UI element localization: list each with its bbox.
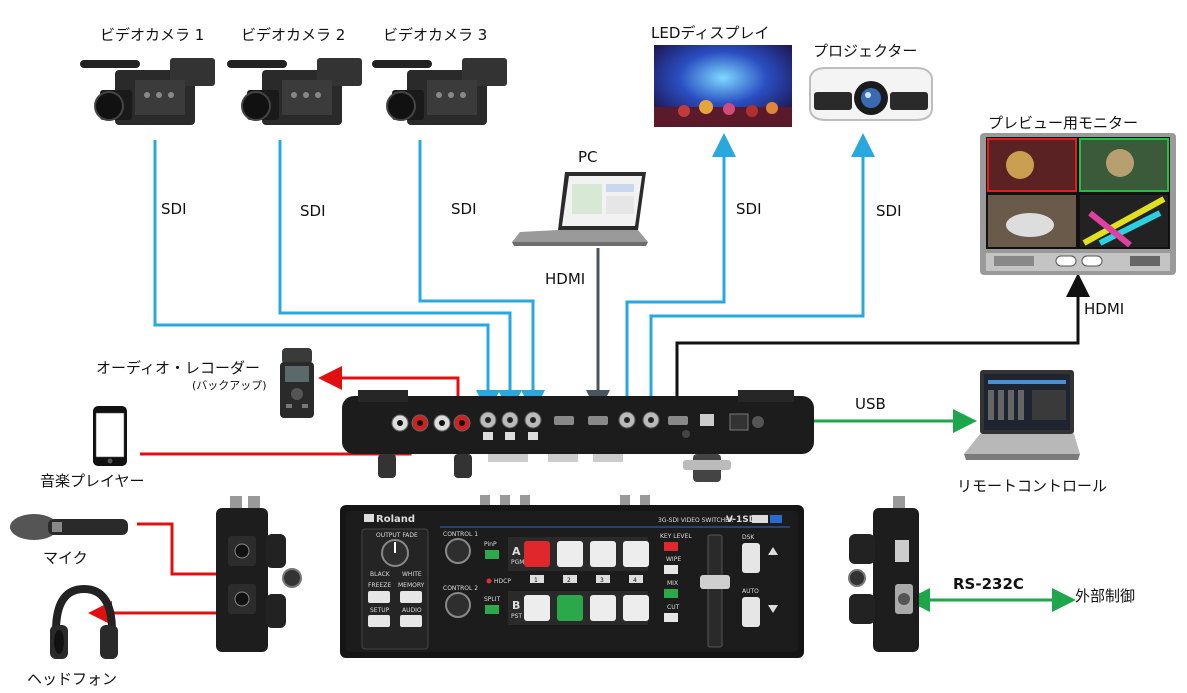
sdi-label-projector: SDI: [876, 202, 902, 220]
output-fade-text: OUTPUT FADE: [376, 532, 418, 539]
music-player-label: 音楽プレイヤー: [40, 472, 145, 490]
dsk-text: DSK: [742, 534, 755, 541]
hdcp-text: HDCP: [494, 578, 511, 585]
sdi-label-3: SDI: [451, 200, 477, 218]
audio-cable-mic: [137, 522, 240, 586]
control1-text: CONTROL 1: [443, 531, 478, 538]
sdi-label-led: SDI: [736, 200, 762, 218]
projector-icon: [809, 67, 933, 121]
laptop-pc-icon: [512, 172, 648, 246]
memory-text: MEMORY: [398, 582, 425, 589]
camera-2-label: ビデオカメラ 2: [241, 26, 346, 44]
audio-recorder-label: オーディオ・レコーダー: [96, 359, 260, 377]
row-a-sub-text: PGM: [511, 559, 524, 566]
freeze-text: FREEZE: [368, 582, 391, 589]
black-text: BLACK: [370, 571, 391, 578]
sdi-cable-projector: [649, 133, 875, 410]
audio-recorder-note: (バックアップ): [192, 379, 267, 392]
remote-laptop-icon: [964, 370, 1080, 460]
sdi-cable-camera-1: [153, 140, 500, 414]
projector-label: プロジェクター: [813, 42, 918, 60]
mic-label: マイク: [43, 549, 88, 567]
preview-monitor-label: プレビュー用モニター: [988, 114, 1139, 132]
wipe-text: WIPE: [666, 556, 681, 563]
control2-text: CONTROL 2: [443, 585, 478, 592]
hdmi-cable-preview: [675, 273, 1090, 410]
preview-monitor-icon: [980, 133, 1176, 275]
subtitle-text: 3G-SDI VIDEO SWITCHER: [658, 517, 733, 524]
num-4-text: 4: [633, 577, 637, 584]
brand-text: Roland: [376, 514, 415, 525]
camera-1-label: ビデオカメラ 1: [100, 26, 205, 44]
row-b-sub-text: PST: [511, 613, 522, 620]
num-1-text: 1: [534, 577, 538, 584]
switcher-front-panel: Roland 3G-SDI VIDEO SWITCHER V-1SDI OUTP…: [340, 495, 804, 658]
rs232c-label: RS-232C: [953, 575, 1024, 593]
audio-recorder-icon: [280, 348, 314, 418]
cut-text: CUT: [667, 604, 680, 611]
remote-control-label: リモートコントロール: [957, 477, 1108, 495]
mix-text: MIX: [667, 580, 678, 587]
num-3-text: 3: [600, 577, 604, 584]
hdmi-label-preview: HDMI: [1084, 300, 1125, 318]
video-camera-3-icon: [372, 58, 507, 125]
sdi-cable-led: [625, 133, 736, 410]
key-level-text: KEY LEVEL: [660, 533, 692, 540]
model-text: V-1SDI: [726, 515, 760, 525]
pinp-text: PinP: [484, 541, 497, 548]
switcher-right-side-panel: [848, 496, 919, 652]
headphones-label: ヘッドフォン: [27, 670, 118, 688]
led-display-icon: [654, 45, 792, 127]
audio-text: AUDIO: [402, 607, 422, 614]
led-display-label: LEDディスプレイ: [651, 24, 770, 42]
num-2-text: 2: [567, 577, 571, 584]
row-b-text: B: [512, 599, 520, 612]
usb-label: USB: [855, 395, 886, 413]
video-camera-1-icon: [80, 58, 215, 125]
row-a-text: A: [512, 545, 521, 558]
sdi-cable-camera-2: [278, 140, 522, 414]
switcher-rear-panel: [342, 390, 814, 482]
white-text: WHITE: [402, 571, 422, 578]
switcher-left-side-panel: [216, 496, 302, 652]
smartphone-icon: [93, 406, 127, 466]
sdi-label-1: SDI: [161, 200, 187, 218]
auto-text: AUTO: [742, 588, 759, 595]
video-camera-2-icon: [227, 58, 362, 125]
split-text: SPLIT: [484, 596, 501, 603]
external-control-label: 外部制御: [1075, 587, 1136, 605]
sdi-cable-camera-3: [418, 140, 545, 414]
camera-3-label: ビデオカメラ 3: [383, 26, 488, 44]
sdi-label-2: SDI: [300, 202, 326, 220]
microphone-icon: [10, 514, 128, 540]
setup-text: SETUP: [370, 607, 390, 614]
headphones-icon: [50, 585, 118, 659]
hdmi-label-pc: HDMI: [545, 270, 586, 288]
pc-label: PC: [578, 148, 598, 166]
